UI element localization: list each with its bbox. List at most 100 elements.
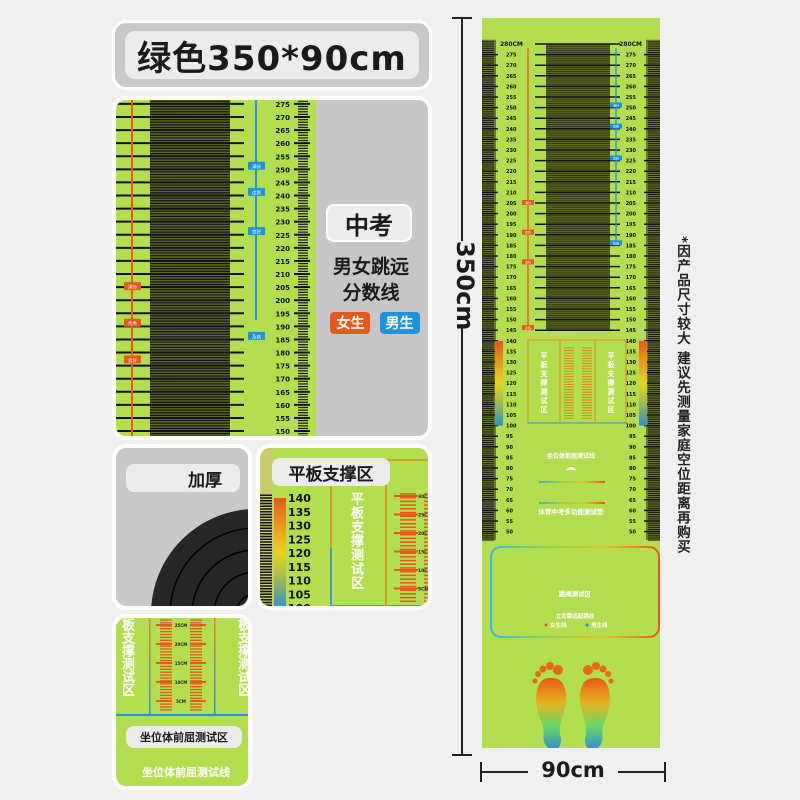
ruler-label: 225 [275,232,290,240]
ruler-label: 120 [626,381,637,387]
ruler-label: 220 [626,169,637,175]
top-label-left: 280CM [500,41,523,48]
ruler-label: 95 [629,434,636,440]
ruler-label: 265 [506,74,517,80]
sit-reach-label: 坐位体前屈测试区 [126,726,242,748]
female-marker-label: 及格 [128,438,137,440]
length-dimension-line [452,17,472,756]
rope-zone-text: 跳绳测试区 [559,589,592,598]
ruler-label: 140 [626,339,637,345]
ruler-label: 170 [506,275,517,281]
ruler-label: 195 [275,310,290,318]
heat-bar-right [639,340,647,426]
ruler-label: 260 [275,140,290,148]
ruler-label: 70 [629,487,636,493]
long-jump-line-text: 立定跳远起跳线 [556,612,595,620]
female-marker-label: 良好 [525,259,531,264]
ruler-label: 170 [626,275,637,281]
female-marker [124,437,141,440]
cm-label: 20CM [418,531,432,537]
ruler-label: 170 [275,376,290,384]
female-marker [522,229,534,235]
ruler-label: 240 [506,127,517,133]
plank-zone-char: 试 [608,396,615,405]
heading-line-1: 男女跳远 [332,256,409,278]
plank-zone-char: 支 [540,369,549,378]
ruler-label: 75 [629,477,636,483]
ruler-label: 90 [629,445,636,451]
ruler-label: 125 [506,371,517,377]
female-marker [124,318,141,327]
ruler-label: 175 [506,265,517,271]
zhongkao-badge: 中考 [326,204,412,242]
gradient-line [539,502,605,504]
cm-label: 10CM [175,680,188,685]
ruler-label: 205 [506,201,517,207]
rope-zone-box [490,546,660,638]
female-tag: 女生 [330,312,371,334]
ruler-label: 275 [626,53,637,59]
thickness-label: 加厚 [126,464,240,492]
side-text-right: 板支撑测试区 [235,618,250,696]
male-marker-label: 满分 [613,102,619,107]
ruler-label: 275 [275,101,290,109]
plank-zone-char: 平 [541,352,548,360]
ruler-label: 95 [506,434,513,440]
zone-divider [214,618,216,714]
ruler-label: 190 [275,323,290,331]
ruler-label: 60 [629,508,636,514]
ruler-label: 160 [626,296,637,302]
ruler-label: 75 [506,477,513,483]
ruler-label: 140 [288,492,311,505]
ruler-label: 80 [506,466,513,472]
male-marker-label: 优秀 [613,124,619,129]
ruler-label: 220 [506,169,517,175]
male-marker-label: 良好 [613,155,619,160]
ruler-label: 210 [275,271,290,279]
ruler-label: 175 [626,265,637,271]
sit-reach-icon [566,467,576,470]
ruler-label: 195 [626,222,637,228]
female-marker-label: 及格 [525,325,531,330]
toe [535,671,541,677]
top-label-right: 280CM [619,41,642,48]
cm-label: 20CM [175,642,188,647]
width-label: 90cm [528,758,618,788]
foot-sole [579,678,610,748]
ruler-label: 140 [506,339,517,345]
ruler-label: 165 [626,286,637,292]
plank-zone-char: 板 [541,360,549,369]
male-marker [248,187,265,196]
ruler-label: 180 [275,350,290,358]
ruler-label: 155 [626,307,637,313]
gender-legend: 女生 男生 [320,312,428,334]
ruler-label: 180 [626,254,637,260]
cm-label: 10CM [418,568,432,574]
ruler-label: 210 [506,190,517,196]
ruler-label: 160 [275,402,290,410]
ruler-label: 230 [506,148,517,154]
test-mat: 满分优秀良好及格满分优秀良好及格505560657075808590951001… [482,18,660,748]
ruler-label: 105 [626,413,637,419]
ruler-label: 230 [275,219,290,227]
ruler-label: 260 [506,84,517,90]
ruler-label: 80 [629,466,636,472]
cm-label: 15CM [418,550,432,556]
plank-zone-char: 试 [541,396,548,405]
heading-line-2: 分数线 [342,282,400,304]
ruler-label: 55 [629,519,636,525]
ruler-label: 130 [288,520,311,533]
ruler-label: 255 [275,153,290,161]
jump-score-panel: 满分优秀良好及格满分优秀良好及格150155160165170175180185… [112,96,432,440]
heat-bar-left [495,340,503,426]
zone-divider [149,618,151,714]
toe [553,665,563,675]
female-marker-label: 满分 [525,200,531,205]
ruler-label: 70 [506,487,513,493]
male-marker [610,155,622,161]
ruler-label: 120 [506,381,517,387]
cm-label: 15CM [175,661,188,666]
side-text-left: 板支撑测试区 [119,618,134,696]
male-marker [248,161,265,170]
